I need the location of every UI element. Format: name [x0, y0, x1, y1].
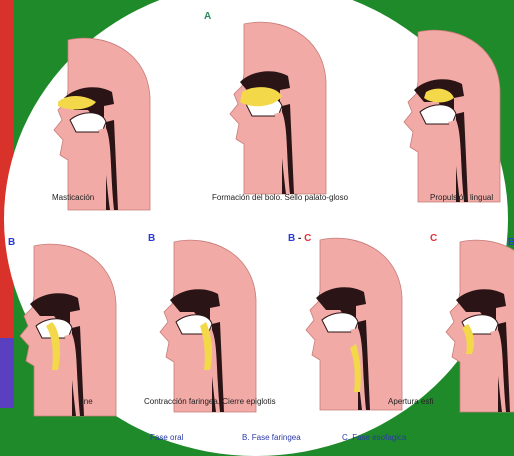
phase-letter-c: C [430, 233, 437, 244]
panel-propulsion: Propulsión lingual [404, 30, 500, 202]
phase-letter-b-c: B - C [288, 233, 311, 244]
panel-partial-right [446, 240, 514, 412]
phase-letter-a: A [204, 11, 211, 22]
panel-caption: Propulsión lingual [430, 193, 493, 202]
footer-fase-esofagica: C. Fase esofagica [342, 433, 407, 442]
swallowing-diagram: A Masticación Formación del bolo. Sello … [0, 0, 514, 446]
footer-fase-faringea: B. Fase faringea [242, 433, 301, 442]
panel-caption: Formación del bolo. Sello palato-gloso [212, 193, 349, 202]
phase-letter-b-left: B [8, 237, 15, 248]
panel-caption: Contracción faringea. Cierre epiglotis [144, 397, 276, 406]
panel-formacion-bolo: Formación del bolo. Sello palato-gloso [212, 22, 349, 202]
panel-caption: Masticación [52, 193, 94, 202]
panel-apertura-esfinter: Apertura esfi [306, 238, 434, 410]
screen: A Masticación Formación del bolo. Sello … [0, 0, 514, 446]
panel-caption: Apertura esfi [388, 397, 434, 406]
phase-letter-b-right-edge: B [508, 237, 514, 248]
footer-fase-oral: Fase oral [150, 433, 184, 442]
panel-contraccion-faringea: Contracción faringea. Cierre epiglotis [144, 240, 276, 412]
phase-letter-b: B [148, 233, 155, 244]
panel-partial-left: ine [20, 244, 116, 416]
panel-caption: ine [82, 397, 93, 406]
panel-masticacion: Masticación [52, 38, 150, 210]
